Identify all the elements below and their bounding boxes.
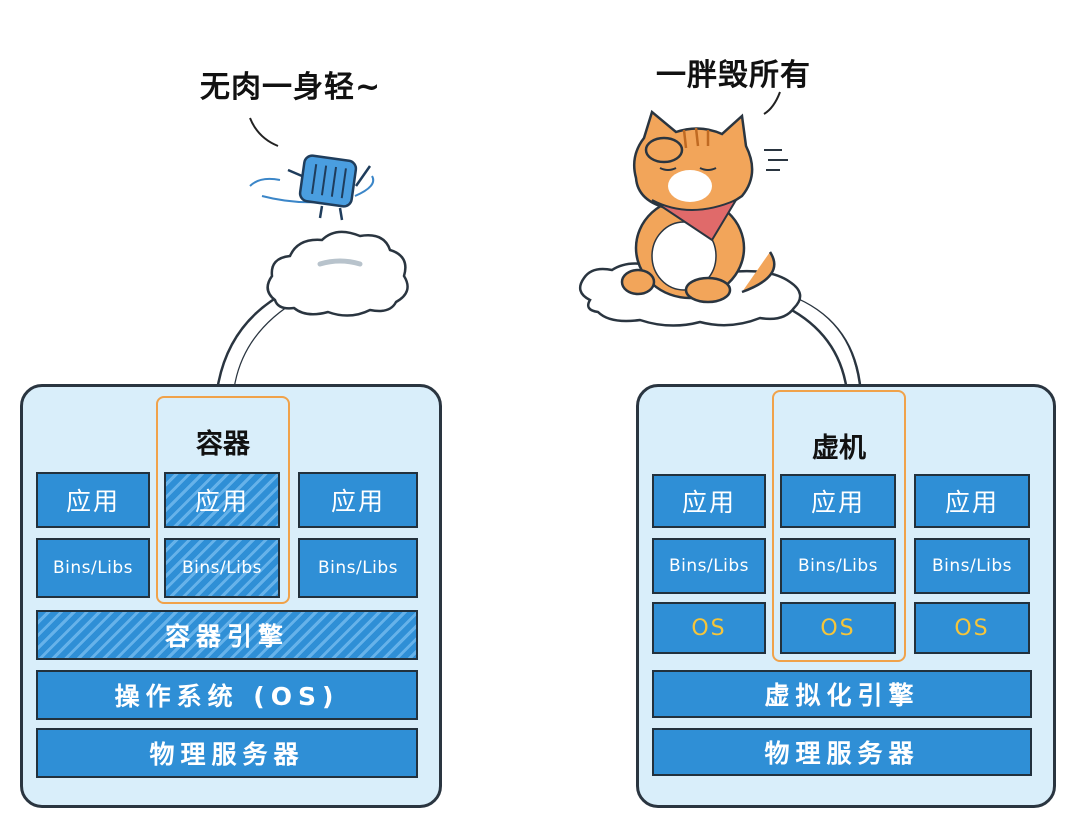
left-libs-1: Bins/Libs [36,538,150,598]
left-cloud-icon [266,230,409,317]
right-app-3: 应用 [914,474,1030,528]
left-libs-3: Bins/Libs [298,538,418,598]
right-guest-os-2: OS [780,602,896,654]
left-physical-server: 物理服务器 [36,728,418,778]
left-libs-2: Bins/Libs [164,538,280,598]
right-app-1: 应用 [652,474,766,528]
right-libs-1: Bins/Libs [652,538,766,594]
left-speech-tick [249,117,279,147]
virtualization-engine: 虚拟化引擎 [652,670,1032,718]
right-guest-os-3: OS [914,602,1030,654]
right-speech-tick [763,91,781,115]
left-os: 操作系统 (OS) [36,670,418,720]
right-libs-3: Bins/Libs [914,538,1030,594]
container-character-icon [249,154,375,221]
left-app-3: 应用 [298,472,418,528]
container-engine: 容器引擎 [36,610,418,660]
vm-frame-title: 虚机 [812,433,866,464]
left-caption: 无肉一身轻~ [200,70,382,105]
right-guest-os-1: OS [652,602,766,654]
left-app-2: 应用 [164,472,280,528]
vm-highlight-frame: 虚机 [772,390,906,662]
right-caption: 一胖毁所有 [656,58,811,93]
container-frame-title: 容器 [196,429,250,460]
right-app-2: 应用 [780,474,896,528]
left-app-1: 应用 [36,472,150,528]
right-physical-server: 物理服务器 [652,728,1032,776]
orange-cat-icon [620,109,788,304]
right-libs-2: Bins/Libs [780,538,896,594]
container-highlight-frame: 容器 [156,396,290,604]
